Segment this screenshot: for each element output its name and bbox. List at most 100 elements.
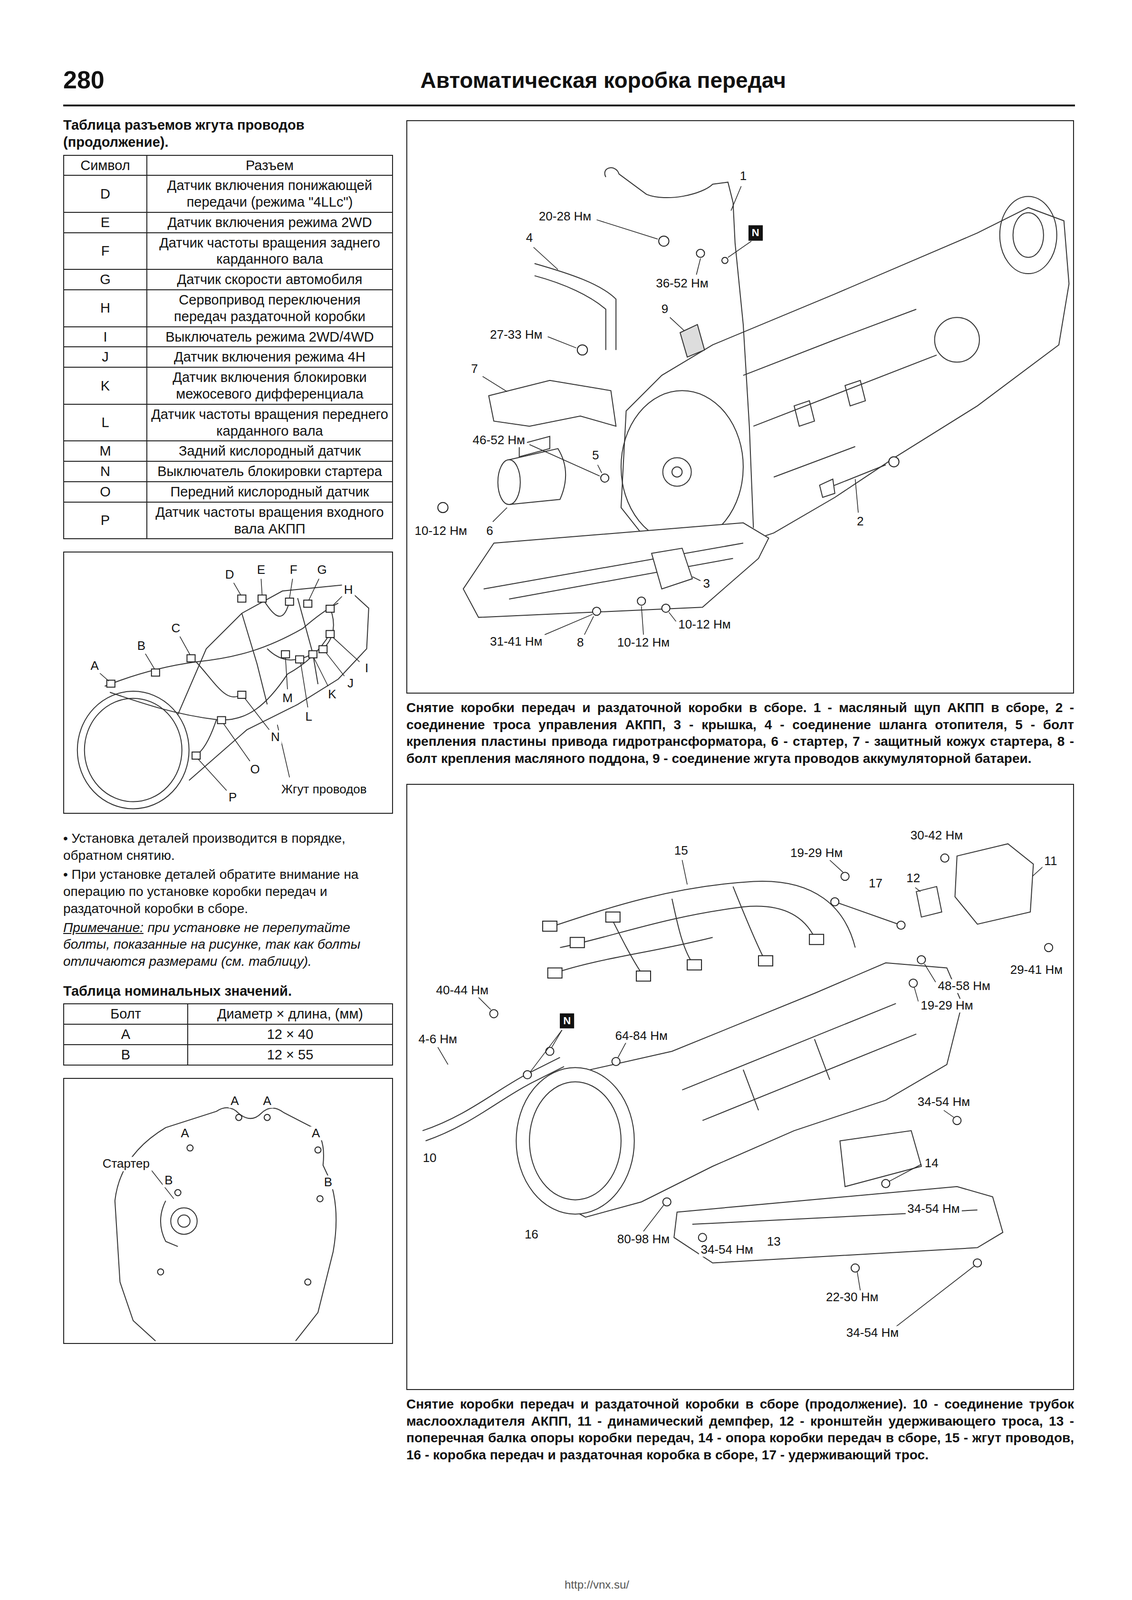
marker-box: N <box>748 225 763 241</box>
bolt-table: БолтДиаметр × длина, (мм)A12 × 40B12 × 5… <box>63 1003 394 1066</box>
table-row: PДатчик частоты вращения входного вала А… <box>63 502 393 540</box>
callout-number: 40-44 Нм <box>433 983 490 998</box>
connector-letter: O <box>248 762 262 777</box>
callout-number: 10 <box>421 1151 439 1166</box>
table-cell: Датчик включения понижающей передачи (ре… <box>146 175 393 213</box>
callout-number: 14 <box>922 1156 941 1171</box>
table-cell: E <box>63 212 147 233</box>
table-heading: Таблица разъемов жгута проводов (продолж… <box>63 116 394 152</box>
bolt-letter: A <box>179 1127 192 1142</box>
callout-number: 48-58 Нм <box>936 979 993 994</box>
table-cell: J <box>63 346 147 368</box>
table-cell: P <box>63 502 147 540</box>
table-cell: N <box>63 461 147 482</box>
callout-number: 13 <box>765 1235 783 1249</box>
table-row: EДатчик включения режима 2WD <box>63 212 393 233</box>
callout-number: 17 <box>866 876 885 891</box>
bolt-letter: Стартер <box>100 1157 152 1172</box>
table-cell: Сервопривод переключения передач раздато… <box>146 289 393 327</box>
table-cell: Датчик скорости автомобиля <box>146 269 393 290</box>
table-cell: Выключатель режима 2WD/4WD <box>146 326 393 348</box>
connector-letter: I <box>363 661 371 676</box>
connector-letter: Жгут проводов <box>279 783 369 797</box>
note-text: Примечание:при установке не перепутайте … <box>63 919 394 971</box>
table-cell: A <box>63 1024 188 1046</box>
table-cell: Выключатель блокировки стартера <box>146 461 393 482</box>
table-cell: G <box>63 269 147 290</box>
table-row: FДатчик частоты вращения заднего карданн… <box>63 232 393 270</box>
table-heading: Таблица номинальных значений. <box>63 982 394 1000</box>
table-row: БолтДиаметр × длина, (мм) <box>63 1004 393 1025</box>
connector-letter: K <box>326 687 338 702</box>
page-title: Автоматическая коробка передач <box>420 67 787 94</box>
bolt-figure: AAAAСтартерBB <box>63 1078 394 1345</box>
table-row: СимволРазъем <box>63 155 393 176</box>
note-heading: Примечание: <box>63 920 144 936</box>
table-row: A12 × 40 <box>63 1024 393 1046</box>
table-row: IВыключатель режима 2WD/4WD <box>63 326 393 348</box>
table-row: HСервопривод переключения передач раздат… <box>63 289 393 327</box>
callout-number: 34-54 Нм <box>844 1326 901 1341</box>
table-row: MЗадний кислородный датчик <box>63 441 393 462</box>
callout-number: 2 <box>854 515 866 529</box>
table-cell: I <box>63 326 147 348</box>
callout-number: 30-42 Нм <box>908 829 965 844</box>
connector-letter: G <box>315 563 329 577</box>
callout-number: 9 <box>659 302 671 317</box>
callout-number: 3 <box>701 576 712 591</box>
table-row: GДатчик скорости автомобиля <box>63 269 393 290</box>
transmission-illustration <box>407 785 1074 1390</box>
table-cell: Разъем <box>146 155 393 176</box>
callout-number: 5 <box>590 449 601 463</box>
figure-caption: Снятие коробки передач и раздаточной кор… <box>406 1396 1075 1464</box>
table-cell: 12 × 55 <box>187 1045 393 1066</box>
callout-number: 19-29 Нм <box>788 846 845 861</box>
removal-figure: 1519-29 Нм30-42 Нм11121729-41 Нм48-58 Нм… <box>406 784 1075 1391</box>
bellhousing-illustration <box>64 1079 393 1344</box>
note-text: • При установке деталей обратите внимани… <box>63 866 394 918</box>
callout-number: 31-41 Нм <box>488 634 545 649</box>
connector-letter: H <box>342 583 355 598</box>
connector-letter: L <box>303 709 315 724</box>
callout-number: 6 <box>484 524 495 538</box>
callout-number: 10-12 Нм <box>412 524 470 538</box>
table-cell: F <box>63 232 147 270</box>
table-cell: H <box>63 289 147 327</box>
table-cell: Датчик включения блокировки межосевого д… <box>146 367 393 405</box>
bolt-letter: A <box>261 1094 274 1109</box>
connector-letter: M <box>280 691 295 706</box>
note-text: • Установка деталей производится в поряд… <box>63 830 394 865</box>
callout-number: 10-12 Нм <box>676 617 733 632</box>
callout-number: 80-98 Нм <box>615 1233 672 1248</box>
callout-number: 7 <box>469 362 480 377</box>
bolt-letter: A <box>228 1094 241 1109</box>
connector-letter: E <box>255 563 268 577</box>
table-row: KДатчик включения блокировки межосевого … <box>63 367 393 405</box>
callout-number: 16 <box>522 1227 541 1242</box>
callout-number: 10-12 Нм <box>615 635 672 650</box>
table-cell: M <box>63 441 147 462</box>
connector-letter: P <box>226 791 239 806</box>
harness-figure: DEFGHCBAIJKMLNOPЖгут проводов <box>63 551 394 815</box>
table-cell: Датчик включения режима 4H <box>146 346 393 368</box>
callout-number: 11 <box>1042 854 1059 869</box>
callout-number: 15 <box>672 844 691 859</box>
connector-letter: F <box>287 563 300 577</box>
bolt-letter: B <box>322 1175 335 1190</box>
connector-letter: A <box>88 659 101 674</box>
table-cell: Задний кислородный датчик <box>146 441 393 462</box>
callout-number: 1 <box>738 169 749 183</box>
table-cell: Болт <box>63 1004 188 1025</box>
header-rule <box>0 0 1132 115</box>
connector-letter: N <box>268 730 282 745</box>
transmission-illustration <box>407 121 1074 693</box>
connector-letter: D <box>223 568 237 583</box>
callout-number: 22-30 Нм <box>824 1291 881 1305</box>
connector-table: СимволРазъемDДатчик включения понижающей… <box>63 154 394 540</box>
table-cell: Датчик включения режима 2WD <box>146 212 393 233</box>
table-cell: Символ <box>63 155 147 176</box>
callout-number: 20-28 Нм <box>537 210 594 224</box>
table-cell: L <box>63 404 147 442</box>
callout-number: 46-52 Нм <box>470 433 528 448</box>
watermark: http://vnx.su/ <box>564 1578 630 1593</box>
